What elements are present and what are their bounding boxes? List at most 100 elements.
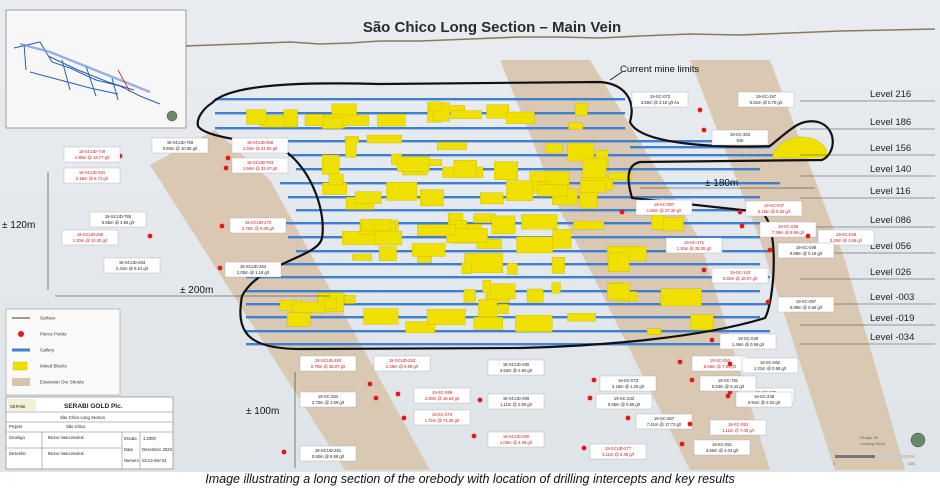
pierce-point-icon [471,433,477,439]
mined-block [690,314,714,331]
pierce-point-icon [147,233,153,239]
intercept-hole-id: 19-SCUD-765 [105,214,132,219]
mined-block [473,317,503,330]
mined-block [405,321,436,334]
intercept-hole-id: 19-SC-171 [684,240,705,245]
date-label: Data [124,447,134,452]
figure-caption: Image illustrating a long section of the… [205,472,735,486]
mined-block [322,117,343,129]
mined-block [551,257,565,274]
intercept-hole-id: 19-SC-051 [712,442,733,447]
intercept-result: 0.83m @ 10.08 g/t [163,146,198,151]
pierce-point-icon [739,223,745,229]
intercept-result: 3.25m @ 3.66 g/t [830,238,863,243]
mined-block [304,114,324,127]
pierce-point-icon [737,209,743,215]
pierce-point-icon [727,361,733,367]
pierce-point-icon [687,421,693,427]
dim-lower-horizontal: ± 200m [180,285,213,296]
project-name: São Chico [66,424,86,429]
mined-block [374,230,403,246]
level-label: Level 116 [870,186,911,197]
intercept-hole-id: 19-SCUD-252 [240,264,267,269]
draftsman-value: Bruno Vasconcelos [48,451,84,456]
gallery-drive [215,127,625,130]
mined-block [582,157,607,178]
intercept-result: 3.50m @ 4.04 g/t [706,448,739,453]
mined-block [568,122,583,130]
intercept-hole-id: 19-SCUD-261 [79,170,106,175]
long-section-diagram: São Chico Long Section – Main Vein Curre… [0,0,940,472]
pierce-point-icon [401,415,407,421]
mined-block [328,173,344,185]
gallery-drive [246,330,770,333]
intercept-result: 0.91m @ 2.02 g/t [748,400,781,405]
mined-block [487,283,516,300]
title-block: SERABI SERABI GOLD Plc. São Chico Long S… [5,396,174,470]
scale-label: Escala [124,436,137,441]
gallery-drive [630,146,770,149]
mined-block [551,282,561,294]
gallery-drive [215,112,625,115]
mined-block [463,289,476,303]
intercept-result: 5.56m @ 7.93 g/t [704,364,737,369]
legend-symbol-icon [18,331,24,337]
ore-shoot-band-right [690,60,905,470]
mined-block [324,298,337,310]
dim-right-horizontal: ± 180m [705,178,738,189]
intercept-result: NSI [737,138,744,143]
pierce-point-icon [725,393,731,399]
mined-block [608,172,633,180]
scale-bar: 0 100 Plunge 35 Looking North [833,432,926,466]
intercept-hole-id: 19-SC-057 [796,299,817,304]
intercept-result: 2.41m @ 9.51 g/t [116,266,149,271]
intercept-result: 0.65m @ 4.85 g/t [102,220,135,225]
intercept-result: 1.06m @ 4.08 g/t [500,440,533,445]
intercept-hole-id: 19-SCUD-270 [245,220,272,225]
pierce-point-icon [709,337,715,343]
intercept-result: 3.50m @ 2.10 g/t Au [641,100,680,105]
mined-block [363,308,399,325]
pierce-point-icon [805,233,811,239]
intercept-hole-id: 19-SC-257 [654,416,675,421]
mined-block [345,138,357,158]
mined-block [417,224,456,236]
intercept-hole-id: 19-SC-049 [796,245,817,250]
plunge-sub-label: Looking North [860,441,885,446]
intercept-result: 0.53m @ 0.43 g/t [712,384,745,389]
pierce-point-icon [225,155,231,161]
pierce-point-icon [701,267,707,273]
intercept-result: 1.31m @ 0.58 g/t [754,366,787,371]
geologist-label: Geologo [9,435,26,440]
pierce-point-icon [677,359,683,365]
mined-block [537,184,568,197]
intercept-hole-id: 19-SC-781 [718,378,739,383]
mined-block [476,239,502,250]
intercept-result: 2.00m @ 19.63 g/t [425,396,460,401]
intercept-hole-id: 19-SC-053 [728,422,749,427]
mined-block [521,214,558,230]
intercept-result: 7.41m @ 17.73 g/t [647,422,682,427]
intercept-result: 3.15m @ 1.25 g/t [612,384,645,389]
intercept-result: 1.86m @ 13.77 g/t [75,155,110,160]
mined-block [573,220,605,230]
intercept-hole-id: 19-SCUD-268 [247,140,274,145]
pierce-point-icon [395,391,401,397]
intercept-hole-id: 19-SCUD-253 [389,358,416,363]
gallery-drive [288,154,780,157]
level-label: Level 156 [870,143,911,154]
intercept-result: 2.20m @ 10.30 g/t [73,238,108,243]
intercept-result: 2.39m @ 9.99 g/t [386,364,419,369]
